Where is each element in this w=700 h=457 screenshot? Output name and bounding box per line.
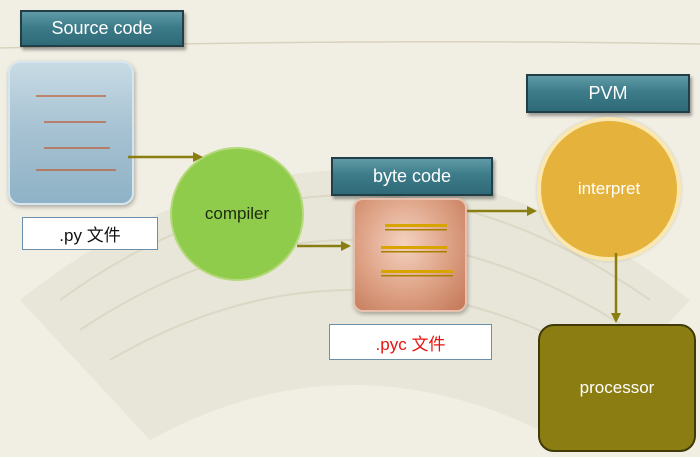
compiler-node-text: compiler [204, 204, 270, 223]
pyc-file-label: .pyc 文件 [329, 324, 492, 360]
pvm-header-text: PVM [588, 83, 628, 103]
source-code-header: Source code [20, 10, 184, 47]
py-file-label-text: .py 文件 [59, 226, 121, 245]
pyc-file-label-text: .pyc 文件 [375, 334, 446, 354]
bytecode-file-icon [353, 198, 467, 312]
interpret-node: interpret [537, 117, 681, 261]
pvm-header: PVM [526, 74, 690, 113]
source-code-header-text: Source code [51, 18, 153, 38]
processor-node-text: processor [579, 378, 655, 397]
processor-node: processor [538, 324, 696, 452]
interpret-node-text: interpret [577, 179, 641, 198]
py-file-label: .py 文件 [22, 217, 158, 250]
compiler-node: compiler [170, 147, 304, 281]
source-file-icon [8, 61, 134, 205]
bytecode-file-lines-icon [381, 224, 453, 277]
byte-code-header-text: byte code [372, 166, 452, 186]
byte-code-header: byte code [331, 157, 493, 196]
source-file-lines-icon [36, 95, 116, 171]
